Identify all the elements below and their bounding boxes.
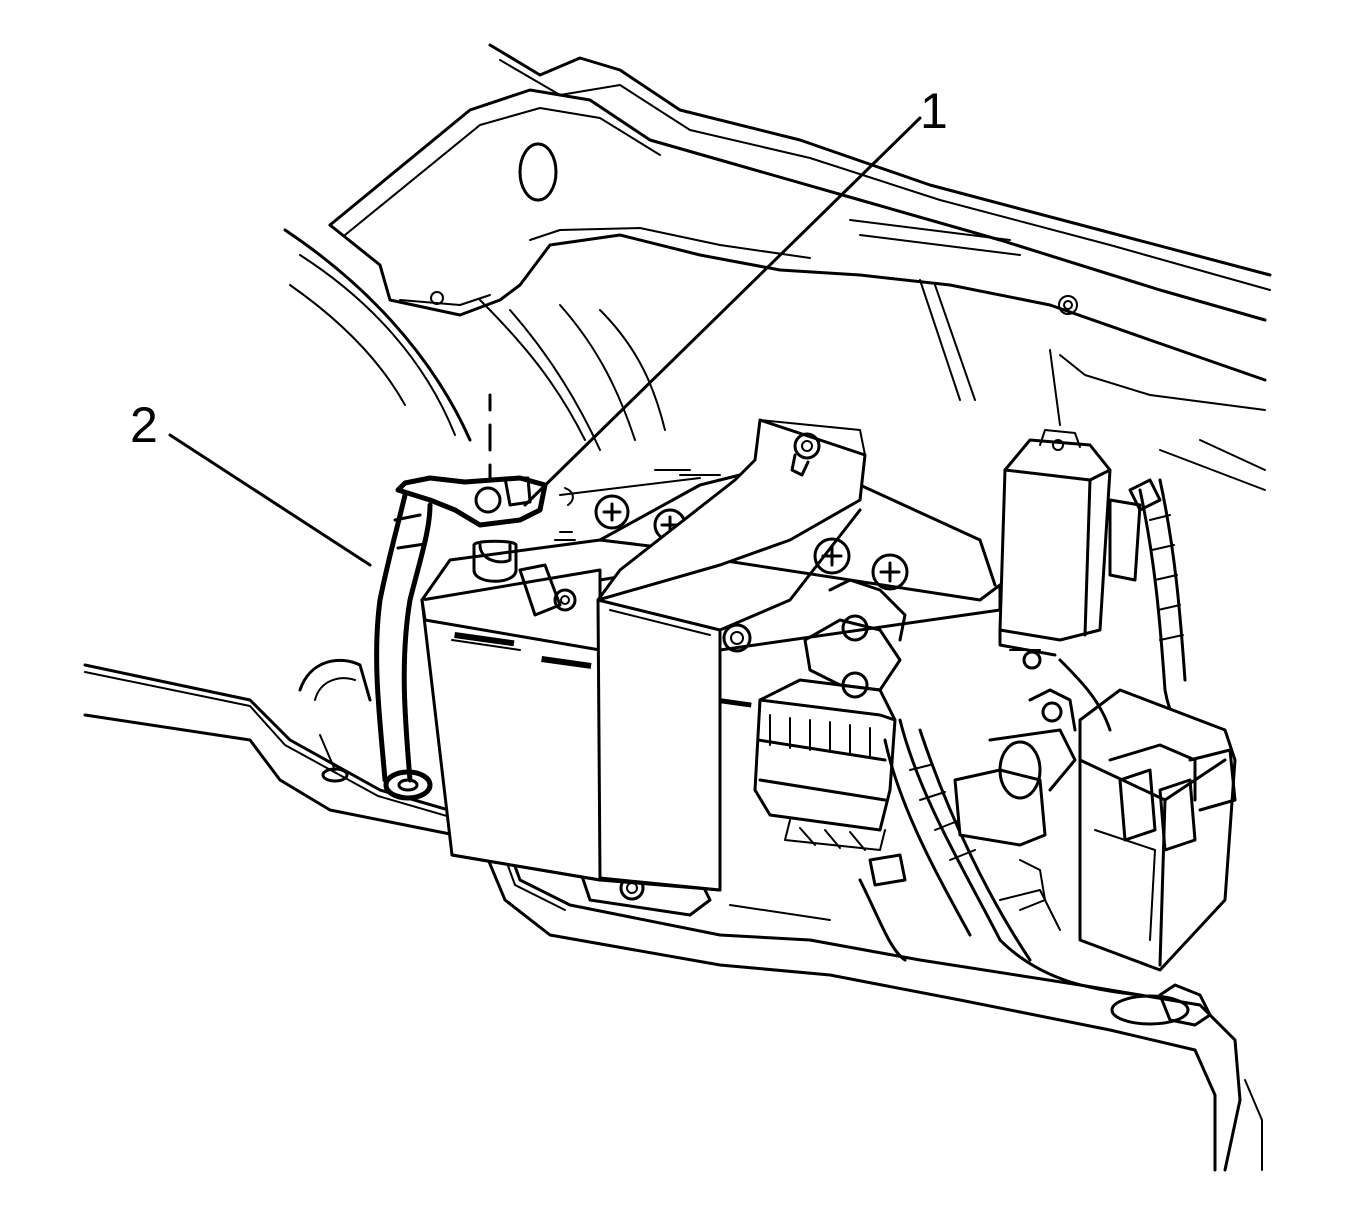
inner-fender	[283, 228, 666, 451]
lower-connector-cluster	[953, 649, 1112, 931]
callout-2-leader	[168, 433, 372, 567]
upper-body-panel	[328, 43, 1272, 491]
positive-terminal-fuse-block	[753, 578, 907, 851]
relay-bracket	[1078, 688, 1237, 972]
underhood-fuse-box	[998, 429, 1112, 657]
wiring-harness	[858, 478, 1202, 997]
negative-battery-cable	[374, 475, 548, 801]
callout-1-leader	[523, 116, 922, 507]
callout-label-1: 1	[920, 83, 948, 139]
battery-tray	[83, 658, 1263, 1172]
battery-hold-down-strap	[518, 418, 867, 892]
callout-label-2: 2	[130, 397, 158, 453]
